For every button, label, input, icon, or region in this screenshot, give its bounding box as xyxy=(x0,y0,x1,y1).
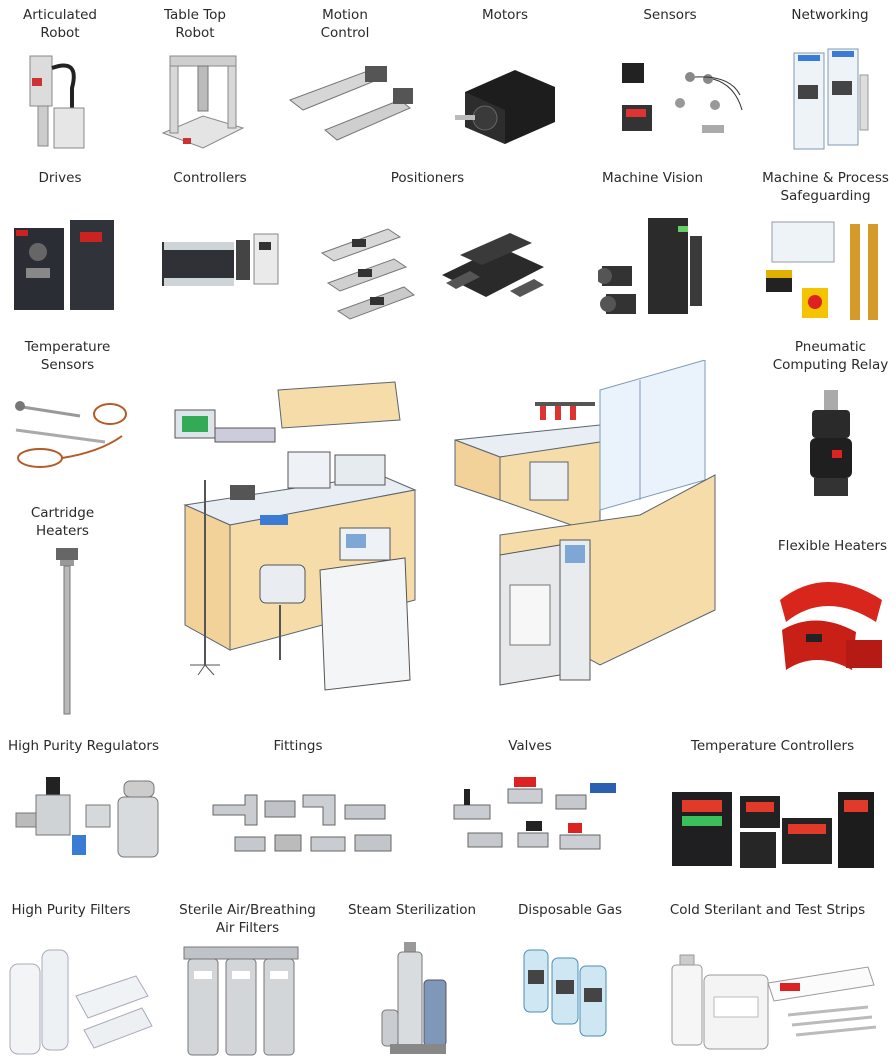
networking-image xyxy=(790,45,870,157)
label-motors: Motors xyxy=(481,7,529,23)
label-networking: Networking xyxy=(791,7,869,23)
flexible-heaters-image xyxy=(776,570,886,675)
disposable-gas-image xyxy=(518,940,613,1052)
pneumatic-relay-image xyxy=(802,388,860,500)
temp-controllers-image xyxy=(668,788,880,874)
label-flexible-heaters: Flexible Heaters xyxy=(777,538,888,554)
articulated-robot-image xyxy=(20,48,90,158)
label-fittings: Fittings xyxy=(273,738,323,754)
cold-sterilant-image xyxy=(668,945,883,1055)
hp-filters-image xyxy=(6,946,156,1058)
hp-regulators-image xyxy=(6,775,161,865)
sensors-image xyxy=(610,55,745,150)
positioners-xy-stage-image xyxy=(440,225,552,310)
label-temp-controllers: Temperature Controllers xyxy=(690,738,855,754)
fittings-image xyxy=(205,785,410,865)
cartridge-heater-image xyxy=(52,546,82,718)
label-positioners: Positioners xyxy=(390,170,465,186)
lab-illustration xyxy=(170,360,720,700)
label-hp-filters: High Purity Filters xyxy=(11,902,131,918)
label-drives: Drives xyxy=(38,170,82,186)
table-top-robot-image xyxy=(158,48,248,158)
motor-image xyxy=(455,62,560,147)
positioners-linear-image xyxy=(318,225,418,320)
label-sensors: Sensors xyxy=(643,7,697,23)
label-hp-regulators: High Purity Regulators xyxy=(7,738,160,754)
sterile-filters-image xyxy=(180,945,305,1058)
label-valves: Valves xyxy=(508,738,552,754)
drives-image xyxy=(10,218,118,313)
label-disposable-gas: Disposable Gas xyxy=(518,902,622,918)
steam-sterilization-image xyxy=(380,940,455,1058)
valves-image xyxy=(448,775,626,870)
label-steam-sterilization: Steam Sterilization xyxy=(347,902,477,918)
label-controllers: Controllers xyxy=(173,170,247,186)
temperature-sensors-image xyxy=(10,392,130,472)
machine-vision-image xyxy=(598,216,708,316)
label-cold-sterilant: Cold Sterilant and Test Strips xyxy=(669,902,866,918)
controllers-image xyxy=(160,232,280,292)
motion-control-image xyxy=(285,60,415,145)
safeguarding-image xyxy=(760,218,885,323)
label-machine-vision: Machine Vision xyxy=(601,170,704,186)
